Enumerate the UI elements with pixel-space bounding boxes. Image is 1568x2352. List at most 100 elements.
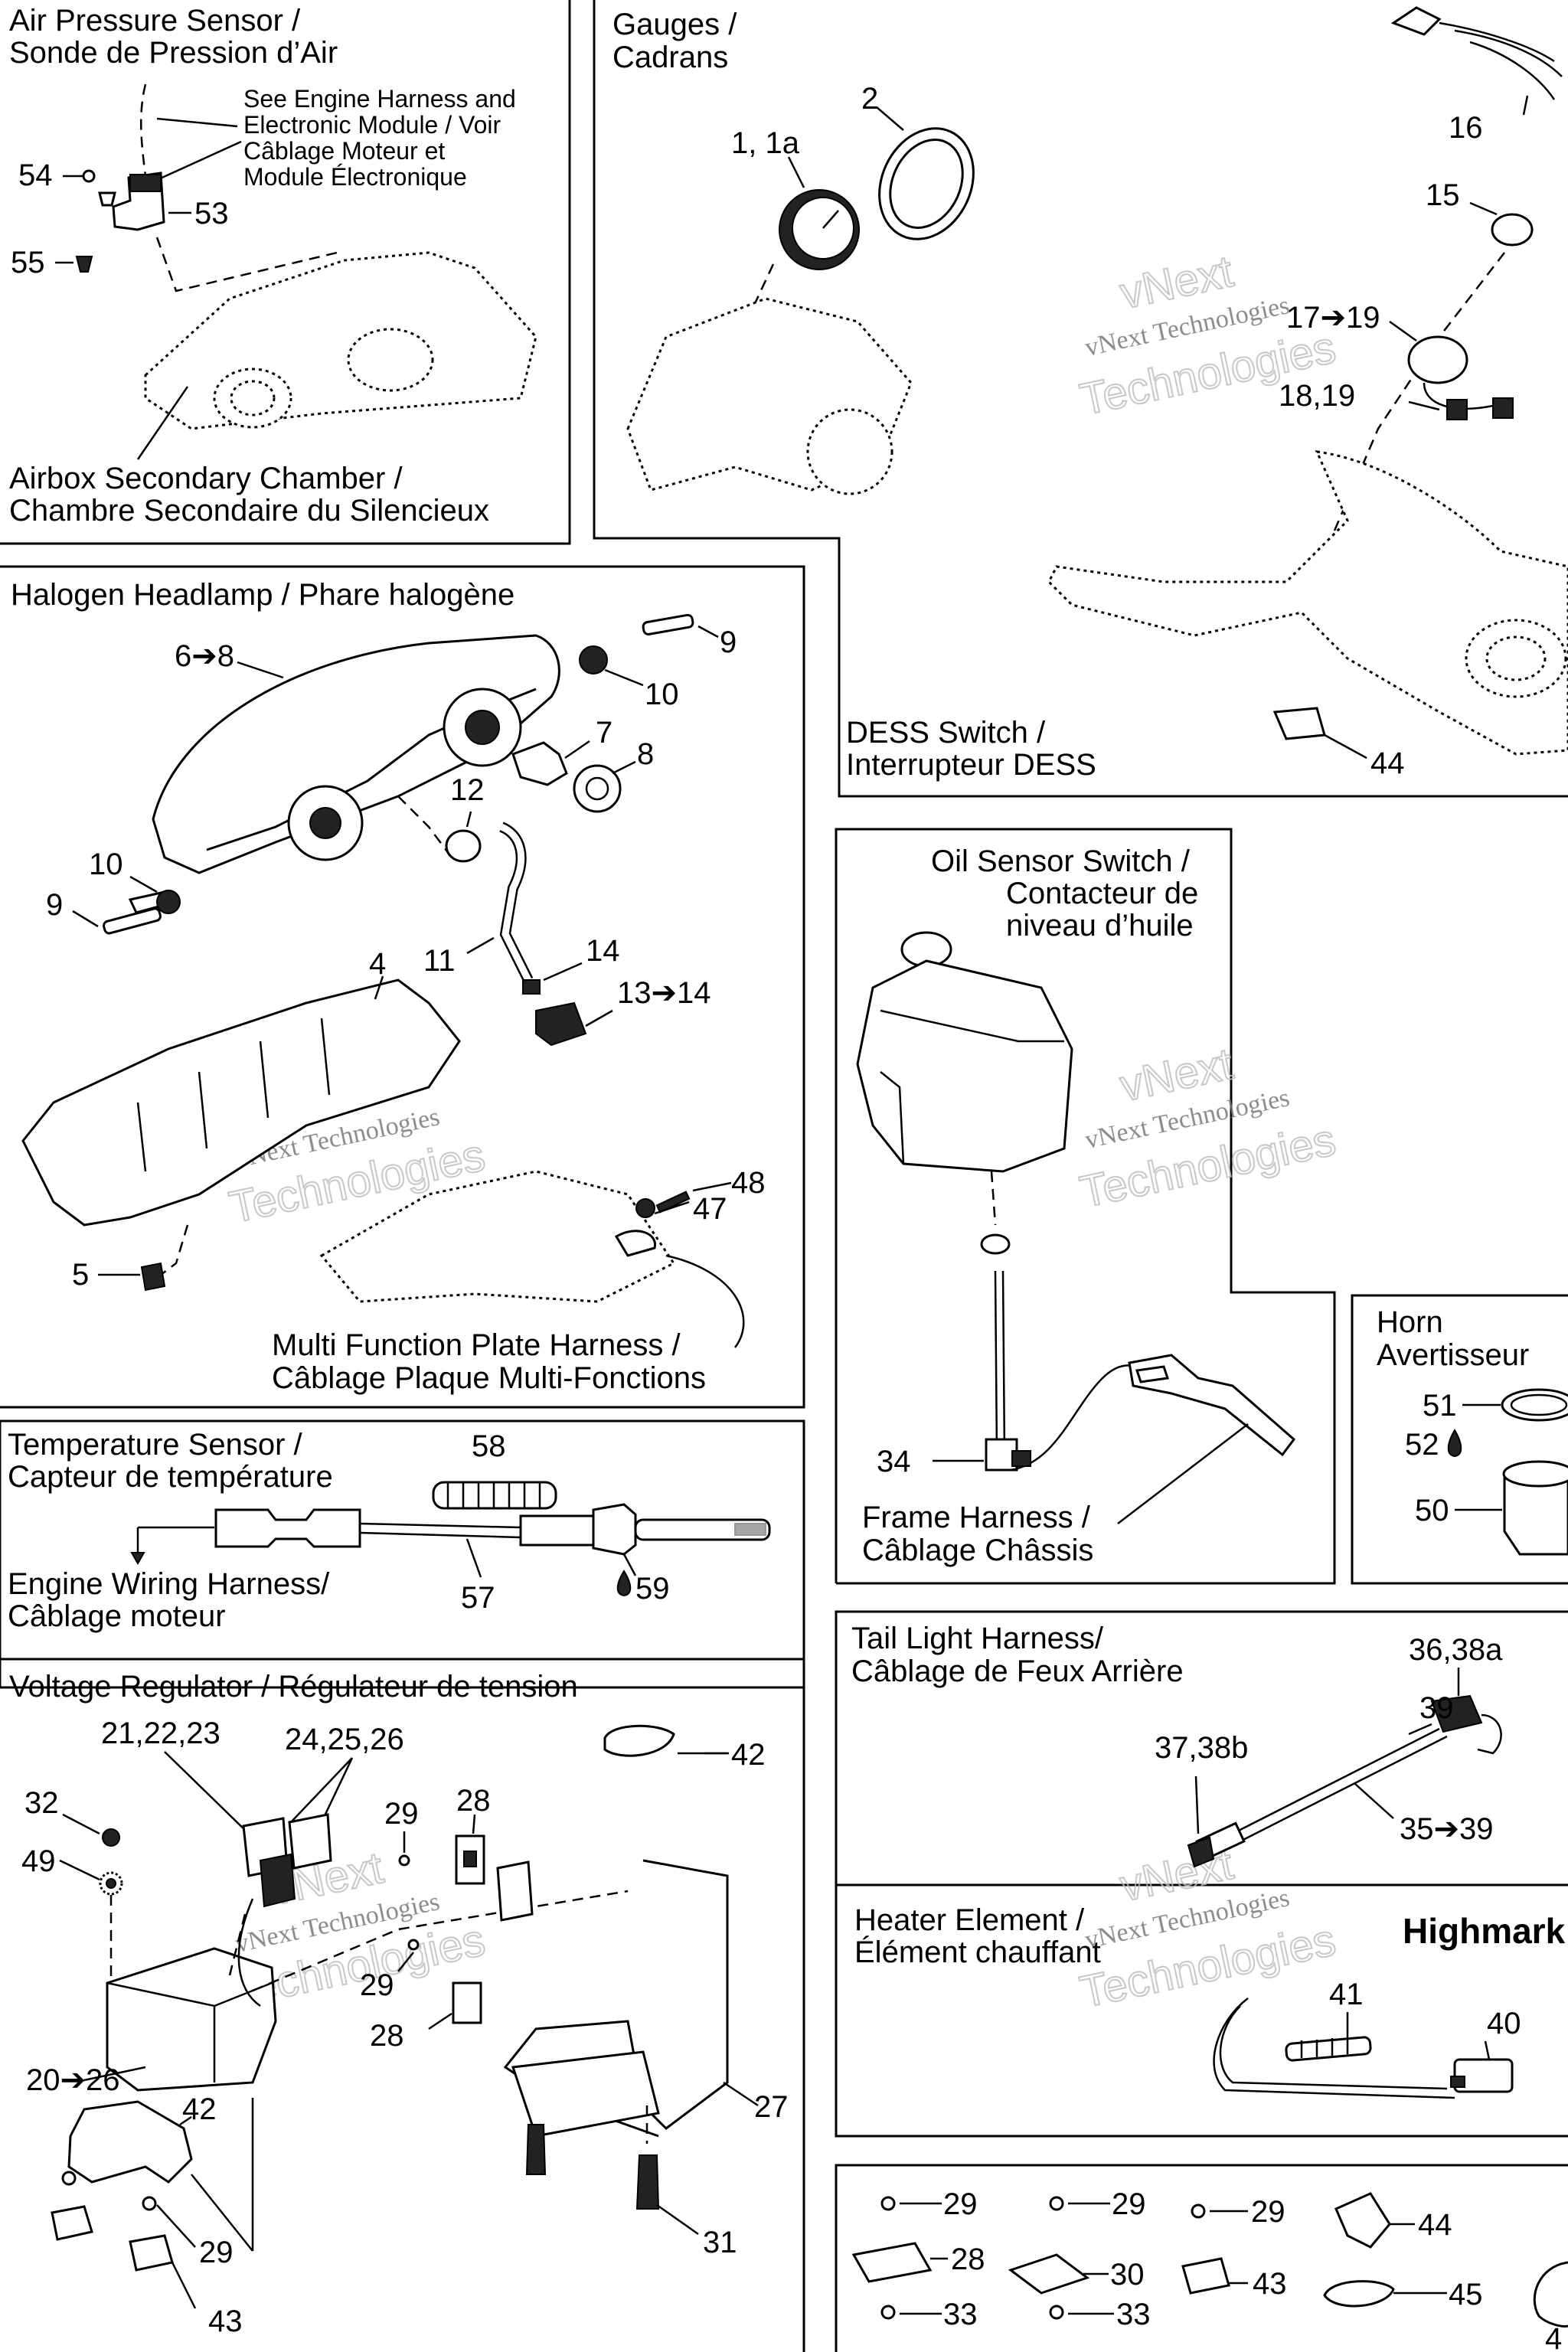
harness-wire	[1224, 1727, 1440, 1839]
console-steering-column	[1047, 450, 1568, 756]
model-brand-label: Highmark	[1403, 1911, 1566, 1951]
frame-dashed	[319, 1170, 676, 1303]
leader	[428, 2012, 452, 2030]
panel-title: Contacteur de	[1006, 877, 1198, 910]
callout: 28	[951, 2243, 985, 2276]
leader	[466, 1538, 482, 1578]
dess-connector	[1492, 397, 1514, 419]
panel-title: Oil Sensor Switch /	[931, 844, 1191, 878]
mount-plate-28c	[452, 1981, 482, 2024]
callout: 29	[1112, 2187, 1146, 2221]
leader	[171, 2262, 197, 2309]
sealant-drop-icon	[616, 1570, 632, 1597]
callout: 57	[461, 1581, 495, 1615]
cable-tie-45	[1323, 2280, 1395, 2308]
callout: 45	[1449, 2278, 1483, 2311]
callout: 35➔39	[1400, 1812, 1494, 1846]
callout: 55	[11, 246, 45, 279]
frame-horn	[1351, 1294, 1568, 1585]
leader	[787, 156, 805, 188]
axis-dashed	[228, 1913, 247, 1976]
sealant-drop-icon	[1447, 1429, 1462, 1458]
cover-42	[67, 2100, 193, 2184]
connector-24	[288, 1813, 332, 1870]
leader	[472, 1814, 476, 1834]
callout: 39	[1419, 1691, 1454, 1725]
callout: 49	[21, 1844, 56, 1878]
screw-31	[635, 2154, 660, 2210]
callout: 4	[1545, 2322, 1562, 2352]
leader	[1354, 1783, 1394, 1819]
screw-29c	[61, 2171, 77, 2186]
connector-36	[1430, 1694, 1483, 1733]
callout: 36,38a	[1409, 1633, 1503, 1667]
screw-29	[1191, 2203, 1206, 2219]
mount-plate-28	[851, 2242, 933, 2283]
frame-harness	[1128, 1354, 1296, 1457]
headlamp-bracket-4	[21, 978, 461, 1227]
callout: 27	[754, 2090, 789, 2124]
callout: 29	[199, 2236, 234, 2269]
callout: 8	[637, 737, 654, 771]
callout: 9	[46, 888, 63, 922]
leader	[585, 1009, 613, 1027]
heater-wire	[1219, 2005, 1448, 2090]
dess-cap	[1491, 213, 1534, 247]
screw-29d	[142, 2196, 157, 2211]
harness-wire	[1232, 1735, 1448, 1847]
voltage-regulator-20	[106, 1947, 277, 2092]
bulb-7	[511, 741, 568, 786]
gauge-housing-opening	[806, 408, 893, 495]
coiled-lanyard	[1439, 21, 1563, 100]
leader	[656, 2203, 699, 2236]
panel-title: Interrupteur DESS	[846, 748, 1096, 782]
leader	[697, 625, 719, 639]
frame-air-pressure	[0, 0, 571, 545]
console-cup-inner	[1485, 635, 1547, 681]
leader	[156, 117, 238, 128]
connector-37-tip	[1187, 1836, 1215, 1868]
callout: 31	[703, 2226, 737, 2259]
leader	[72, 910, 99, 928]
leader	[1484, 2040, 1491, 2060]
callout: 24,25,26	[285, 1723, 404, 1756]
socket-13	[535, 1001, 587, 1047]
panel-oil: Oil Sensor Switch / Contacteur de niveau…	[856, 844, 1296, 1567]
screw-29	[1049, 2196, 1064, 2211]
oil-tank	[856, 959, 1073, 1173]
callout: 13➔14	[617, 976, 711, 1010]
headlamp-socket	[465, 710, 500, 745]
leader	[80, 2066, 146, 2082]
grommet	[980, 1233, 1011, 1255]
leader	[290, 1757, 353, 1823]
sensor-connector	[1011, 1450, 1031, 1467]
clip-43a	[51, 2205, 93, 2241]
bracket-ribs	[136, 1018, 331, 1172]
dess-switch	[1407, 335, 1468, 384]
callout: 15	[1426, 178, 1460, 212]
callout: 34	[877, 1445, 911, 1478]
leader	[1408, 400, 1440, 411]
horn-ring-inner	[1510, 1393, 1568, 1416]
callout: 2	[861, 82, 878, 116]
callout: 47	[693, 1192, 727, 1226]
callout: 37,38b	[1155, 1731, 1248, 1765]
panel-heater: Heater Element / Élément chauffant Highm…	[854, 1903, 1566, 2099]
bracket-27-base	[511, 2050, 660, 2138]
mount-plate-hole	[463, 1851, 477, 1867]
lanyard-clip	[1390, 6, 1442, 36]
leader	[136, 386, 189, 460]
harness-loop	[1477, 1713, 1502, 1755]
screw-29	[398, 1854, 410, 1867]
washer-33	[1049, 2305, 1064, 2320]
seal-14	[522, 979, 541, 995]
leader	[179, 2115, 192, 2126]
leader	[156, 140, 242, 181]
vent-tube-11-inner	[500, 823, 532, 982]
callout: 52	[1405, 1428, 1439, 1462]
callout: 5	[72, 1258, 89, 1292]
sleeve-41	[1285, 2036, 1372, 2062]
panel-voltage: Voltage Regulator / Régulateur de tensio…	[9, 1670, 789, 2338]
panel-headlamp: Halogen Headlamp / Phare halogène 6➔8 9 …	[11, 578, 766, 1395]
callout: 42	[731, 1738, 766, 1772]
